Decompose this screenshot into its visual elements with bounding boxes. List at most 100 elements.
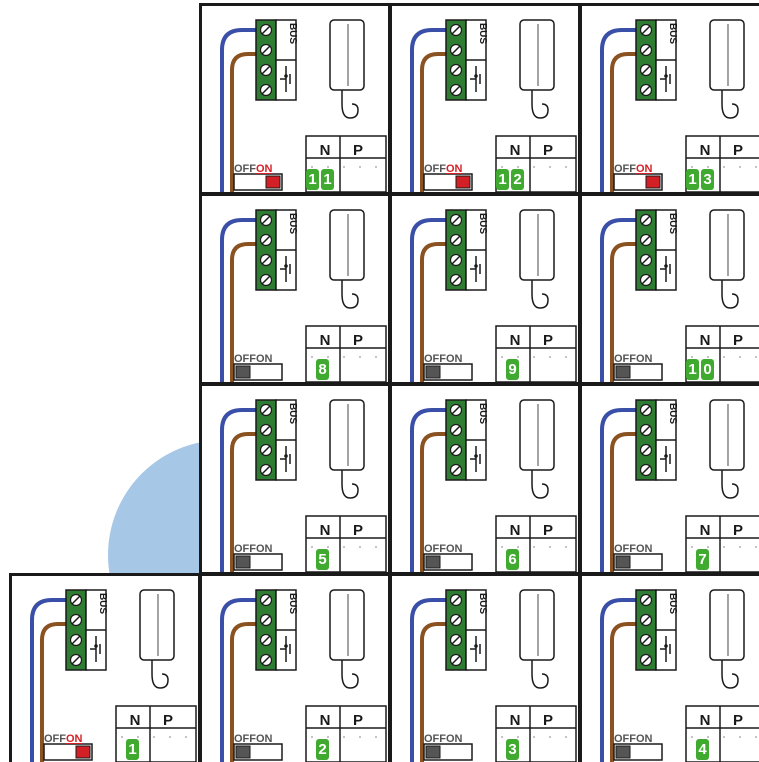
switch-off-label: OFF xyxy=(234,353,256,365)
unit-schematic xyxy=(410,399,577,572)
handset-cord xyxy=(721,470,739,499)
bus-wire-blue xyxy=(220,28,258,192)
bus-wire-brown xyxy=(420,242,448,382)
bus-label: BUS xyxy=(97,592,109,615)
n-header: N xyxy=(509,522,521,539)
n-code-digit: 1 xyxy=(686,169,699,190)
eol-switch-knob xyxy=(425,745,441,759)
switch-on-label: ON xyxy=(636,733,653,745)
handset-cord xyxy=(151,660,169,689)
switch-on-label: ON xyxy=(446,733,463,745)
switch-on-label: ON xyxy=(636,353,653,365)
switch-off-label: OFF xyxy=(424,543,446,555)
handset-icon xyxy=(519,399,555,471)
p-header: P xyxy=(732,522,743,539)
p-header: P xyxy=(542,712,553,729)
bus-label: BUS xyxy=(477,212,489,235)
bus-wire-brown xyxy=(420,622,448,762)
n-code-digit: 4 xyxy=(696,739,709,760)
bus-wire-blue xyxy=(600,28,638,192)
switch-on-label: ON xyxy=(636,543,653,555)
unit-schematic xyxy=(410,209,577,382)
p-header: P xyxy=(352,712,363,729)
handset-cord xyxy=(531,280,549,309)
eol-switch-knob xyxy=(425,555,441,569)
bus-wire-brown xyxy=(230,52,258,192)
switch-on-label: ON xyxy=(256,163,273,175)
n-header: N xyxy=(129,712,141,729)
handset-icon xyxy=(709,399,745,471)
bus-wire-brown xyxy=(230,622,258,762)
unit-schematic xyxy=(600,209,759,382)
eol-switch-knob xyxy=(645,175,661,189)
bus-label: BUS xyxy=(287,212,299,235)
handset-cord xyxy=(531,470,549,499)
n-header: N xyxy=(509,712,521,729)
bus-label: BUS xyxy=(667,212,679,235)
bus-wire-brown xyxy=(40,622,68,762)
handset-cord xyxy=(531,660,549,689)
bus-wire-blue xyxy=(410,28,448,192)
dip-table xyxy=(305,325,387,382)
switch-off-label: OFF xyxy=(44,733,66,745)
switch-off-label: OFF xyxy=(234,163,256,175)
handset-icon xyxy=(709,589,745,661)
bus-label: BUS xyxy=(667,402,679,425)
eol-switch-knob xyxy=(235,365,251,379)
n-header: N xyxy=(509,332,521,349)
n-header: N xyxy=(319,522,331,539)
handset-icon xyxy=(329,19,365,91)
switch-off-label: OFF xyxy=(614,163,636,175)
unit-schematic xyxy=(410,19,577,192)
handset-cord xyxy=(341,470,359,499)
handset-icon xyxy=(329,209,365,281)
bus-wire-blue xyxy=(410,598,448,762)
bus-label: BUS xyxy=(667,592,679,615)
handset-cord xyxy=(341,280,359,309)
bus-label: BUS xyxy=(477,592,489,615)
switch-off-label: OFF xyxy=(424,733,446,745)
n-code-digit: 5 xyxy=(316,549,329,570)
bus-label: BUS xyxy=(477,402,489,425)
switch-on-label: ON xyxy=(636,163,653,175)
dip-table xyxy=(305,135,387,192)
n-header: N xyxy=(699,142,711,159)
bus-wire-brown xyxy=(420,52,448,192)
p-header: P xyxy=(542,522,553,539)
handset-cord xyxy=(721,90,739,119)
n-code-digit: 1 xyxy=(686,359,699,380)
handset-cord xyxy=(531,90,549,119)
bus-label: BUS xyxy=(667,22,679,45)
handset-icon xyxy=(519,589,555,661)
bus-wire-brown xyxy=(420,432,448,572)
bus-wire-brown xyxy=(610,52,638,192)
p-header: P xyxy=(732,712,743,729)
handset-icon xyxy=(519,209,555,281)
eol-switch-knob xyxy=(615,365,631,379)
unit-schematic xyxy=(220,589,387,762)
bus-wire-blue xyxy=(600,218,638,382)
bus-label: BUS xyxy=(287,402,299,425)
p-header: P xyxy=(542,332,553,349)
dip-table xyxy=(495,135,577,192)
eol-switch-knob xyxy=(235,745,251,759)
unit-schematic xyxy=(600,589,759,762)
bus-label: BUS xyxy=(287,592,299,615)
handset-icon xyxy=(139,589,175,661)
unit-schematic xyxy=(220,399,387,572)
eol-switch-knob xyxy=(425,365,441,379)
p-header: P xyxy=(352,522,363,539)
switch-on-label: ON xyxy=(446,543,463,555)
switch-off-label: OFF xyxy=(234,543,256,555)
p-header: P xyxy=(162,712,173,729)
handset-cord xyxy=(341,90,359,119)
bus-wire-blue xyxy=(600,598,638,762)
